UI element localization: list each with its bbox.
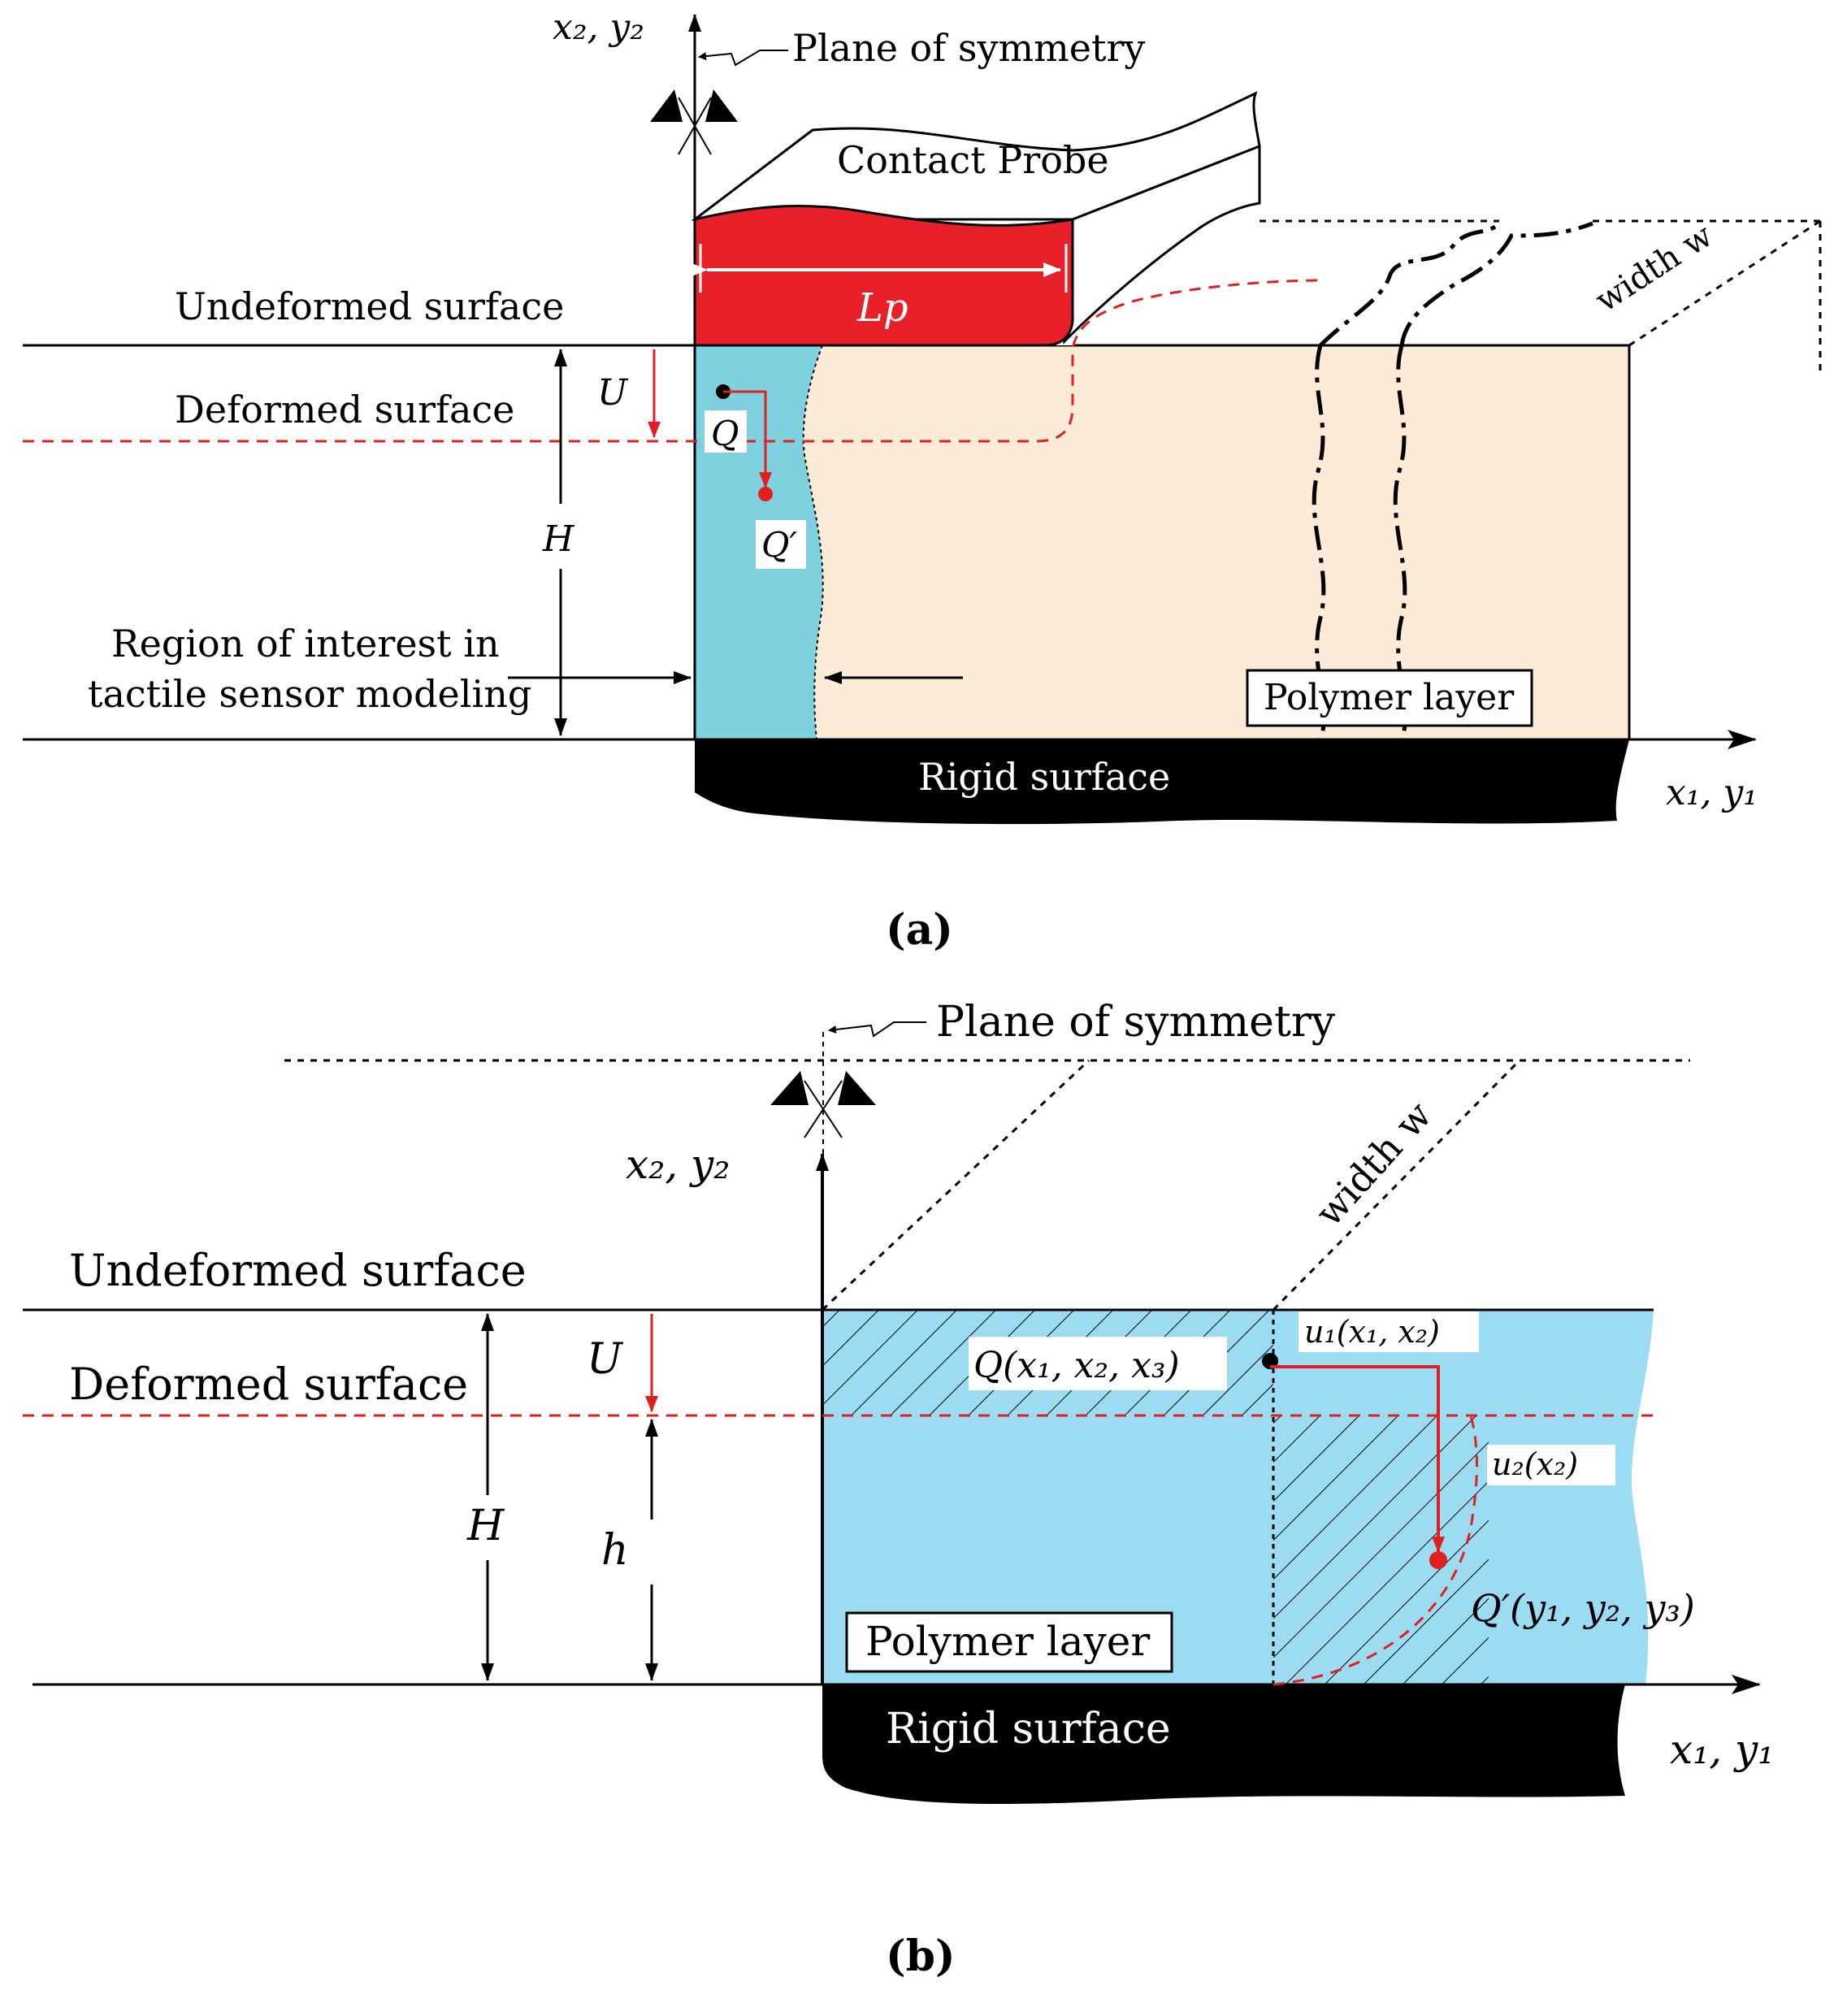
symmetry-leader-a [698,50,788,67]
break-line-top-left [1319,222,1501,347]
caption-b: (b) [886,1931,956,1981]
symmetry-symbol-b [770,1032,876,1154]
rigid-surface-a [695,739,1629,825]
displacement-path-b [1270,1365,1445,1553]
axis-vertical-label-a: x₂, y₂ [553,7,644,48]
undeformed-surface-label-b: Undeformed surface [69,1245,527,1296]
plane-of-symmetry-label-b: Plane of symmetry [936,998,1336,1047]
q-prime-label-a: Q′ [761,525,797,565]
contact-probe: Contact Probe [691,91,1261,347]
q-label-a: Q [711,414,739,453]
region-boundary [802,345,824,740]
break-line-top-right [1399,221,1593,346]
polymer-layer-label-b: Polymer layer [865,1618,1150,1665]
region-label-line2: tactile sensor modeling [88,672,531,716]
region-label-line1: Region of interest in [111,622,500,665]
q-prime-label-b: Q′(y₁, y₂, y₃) [1471,1586,1695,1630]
undeformed-surface-label-a: Undeformed surface [175,284,564,328]
contact-probe-label: Contact Probe [837,138,1109,182]
polymer-layer-box-a [1246,669,1533,727]
width-label-a: width w [1589,217,1719,320]
u-label-a: U [597,372,629,414]
q-label-b: Q(x₁, x₂, x₃) [973,1345,1180,1386]
rigid-surface-label-b: Rigid surface [886,1705,1171,1754]
polymer-layer-label-a: Polymer layer [1264,677,1515,718]
axis-vertical-label-b: x₂, y₂ [626,1141,730,1188]
symmetry-leader-b [828,1021,926,1038]
deformed-boundary-b [1273,1415,1478,1686]
rigid-surface-b [822,1684,1625,1804]
thickness-label-a: H [542,518,575,560]
axis-horizontal-label-b: x₁, y₁ [1670,1726,1774,1773]
axis-horizontal-label-a: x₁, y₁ [1666,772,1758,813]
thickness-h-label-b: h [601,1526,629,1575]
u-label-b: U [587,1335,624,1384]
displacement-path-a [723,390,772,488]
polymer-layer-box-b [845,1611,1173,1673]
point-q-prime-a [758,487,773,501]
deformed-surface-label-a: Deformed surface [175,388,514,431]
hatched-region-right [1273,1416,1489,1684]
panel-b: Q(x₁, x₂, x₃) x₂, y₂ x₁, y₁ Rigid surfac… [23,998,1774,1981]
point-q-prime-b [1429,1551,1447,1569]
caption-a: (a) [886,905,953,955]
thickness-H-label-b: H [466,1502,505,1550]
rigid-surface-label-a: Rigid surface [918,755,1170,799]
lp-label: Lp [856,285,908,331]
deformed-surface-line-a [23,279,1325,443]
panel-a: Rigid surface x₂, y₂ x₁, y₁ Plane of sym… [23,7,1822,955]
symmetry-symbol-a [650,89,738,155]
u2-label: u₂(x₂) [1492,1446,1578,1482]
width-label-b: width w [1307,1093,1440,1234]
plane-of-symmetry-label-a: Plane of symmetry [792,26,1145,70]
u1-label: u₁(x₁, x₂) [1304,1314,1440,1350]
deformed-surface-label-b: Deformed surface [69,1359,468,1410]
